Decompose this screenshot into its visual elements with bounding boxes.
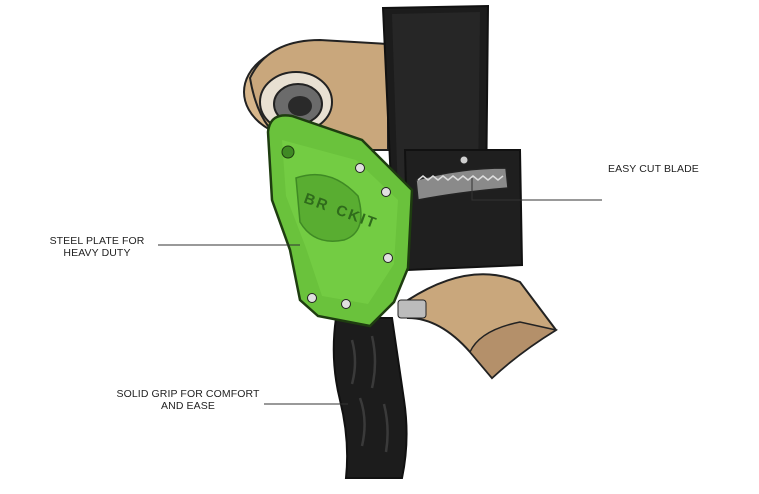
- tape-strip: [407, 273, 558, 380]
- callout-steel-plate: STEEL PLATE FOR HEAVY DUTY: [49, 235, 145, 259]
- grip-handle: [332, 317, 408, 479]
- blade-leader-line: [471, 178, 602, 201]
- steel-side-plate: [266, 114, 414, 328]
- blade-housing: [397, 149, 524, 319]
- callout-lines: [158, 178, 602, 405]
- callout-easy-cut-blade: EASY CUT BLADE: [608, 163, 699, 175]
- callout-solid-grip: SOLID GRIP FOR COMFORT AND EASE: [116, 388, 260, 412]
